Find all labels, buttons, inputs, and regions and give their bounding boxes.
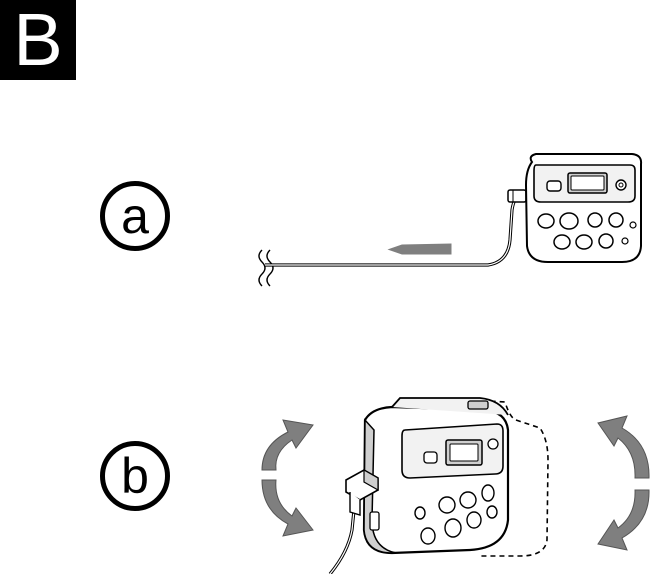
device-button bbox=[421, 528, 435, 544]
device-button bbox=[487, 506, 497, 518]
rotate-left-arrows-icon bbox=[262, 420, 313, 536]
rotate-right-arrows-icon bbox=[598, 416, 649, 550]
radio-device-angled bbox=[364, 398, 508, 553]
device-button bbox=[467, 512, 481, 528]
device-button bbox=[482, 485, 494, 501]
device-button bbox=[460, 492, 476, 508]
device-button bbox=[439, 497, 455, 513]
device-button bbox=[445, 519, 461, 537]
device-button bbox=[415, 507, 425, 519]
